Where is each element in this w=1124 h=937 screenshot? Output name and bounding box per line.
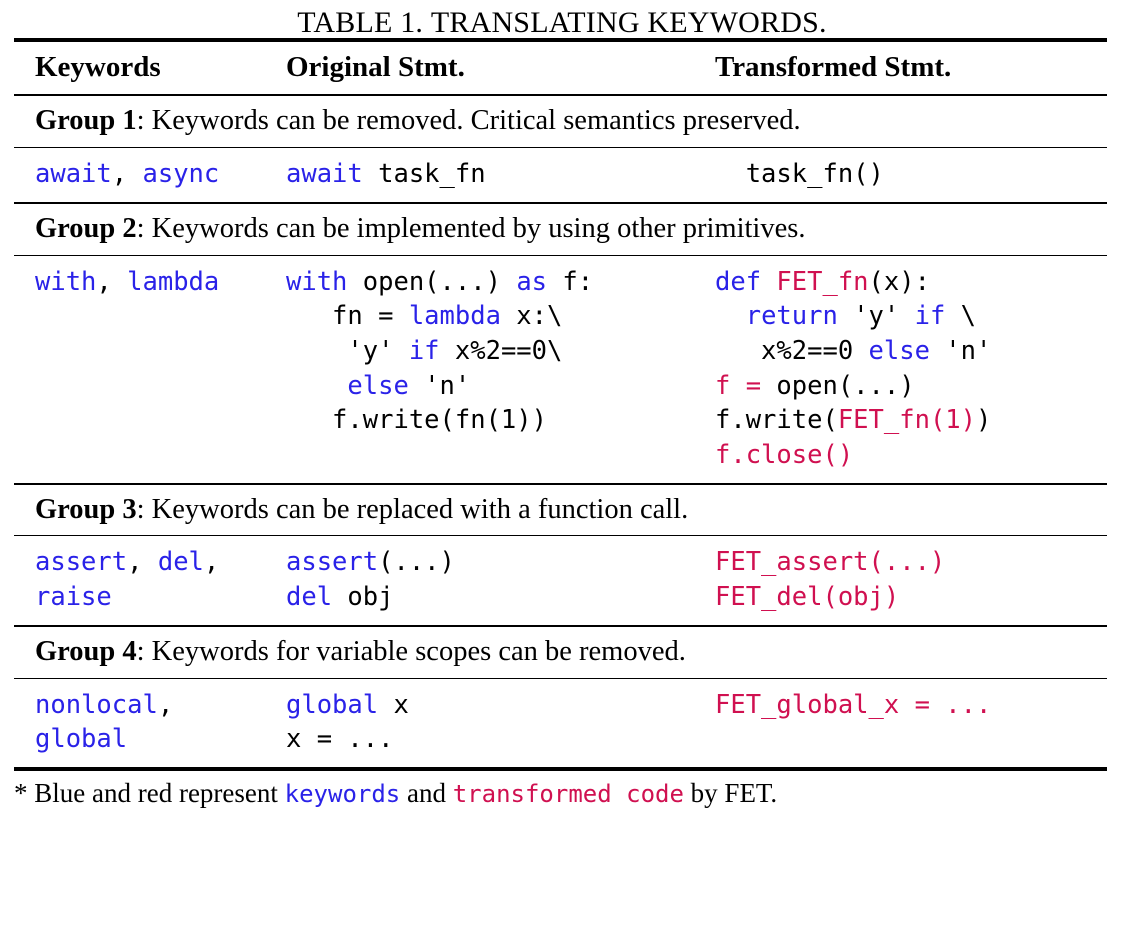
table-header-row: Keywords Original Stmt. Transformed Stmt… <box>14 40 1107 95</box>
group-4-description-row: Group 4: Keywords for variable scopes ca… <box>14 625 1107 678</box>
group-1-example-row: await, async await task_fn task_fn() <box>14 147 1107 202</box>
group-4-transformed-cell: FET_global_x = ... <box>715 689 992 720</box>
footnote-transformed-sample: transformed code <box>452 780 684 809</box>
group-4-keywords-cell: nonlocal, global <box>35 689 174 755</box>
group-3-keywords-cell: assert, del, raise <box>35 547 220 613</box>
caption-title: TRANSLATING KEYWORDS. <box>430 6 827 39</box>
group-2-label: Group 2 <box>35 212 137 244</box>
header-transformed-stmt: Transformed Stmt. <box>715 51 952 83</box>
group-2-original-cell: with open(...) as f: fn = lambda x:\ 'y'… <box>286 266 594 436</box>
group-1-transformed-cell: task_fn() <box>715 158 884 189</box>
footnote-part1: Blue and red represent <box>34 778 278 809</box>
group-2-keywords-cell: with, lambda <box>35 266 220 297</box>
table-footnote: * Blue and red represent keywords and tr… <box>14 767 1107 807</box>
keywords-translation-table: Keywords Original Stmt. Transformed Stmt… <box>14 38 1107 767</box>
group-4-example-row: nonlocal, global global x x = ... FET_gl… <box>14 678 1107 767</box>
group-1-description-row: Group 1: Keywords can be removed. Critic… <box>14 95 1107 147</box>
footnote-part3: by FET. <box>690 778 778 809</box>
table-caption: TABLE 1. TRANSLATING KEYWORDS. <box>0 0 1124 38</box>
group-3-description-row: Group 3: Keywords can be replaced with a… <box>14 483 1107 536</box>
group-1-keywords-cell: await, async <box>35 158 220 189</box>
group-3-original-cell: assert(...) del obj <box>286 547 455 613</box>
header-original-stmt: Original Stmt. <box>286 51 465 83</box>
group-3-label: Group 3 <box>35 493 137 525</box>
group-1-original-cell: await task_fn <box>286 158 486 189</box>
group-1-description: : Keywords can be removed. Critical sema… <box>136 105 801 136</box>
footnote-part2: and <box>407 778 446 809</box>
footnote-marker: * <box>14 778 28 809</box>
footnote-keyword-sample: keywords <box>284 780 401 809</box>
group-2-description-row: Group 2: Keywords can be implemented by … <box>14 202 1107 255</box>
caption-prefix: TABLE 1. <box>297 6 424 39</box>
group-4-description: : Keywords for variable scopes can be re… <box>136 635 686 667</box>
group-3-description: : Keywords can be replaced with a functi… <box>136 493 689 525</box>
group-3-transformed-cell: FET_assert(...) FET_del(obj) <box>715 547 946 613</box>
group-1-label: Group 1 <box>35 105 137 136</box>
group-3-example-row: assert, del, raise assert(...) del obj F… <box>14 535 1107 626</box>
group-2-transformed-cell: def FET_fn(x): return 'y' if \ x%2==0 el… <box>715 266 992 470</box>
group-4-label: Group 4 <box>35 635 137 667</box>
group-4-original-cell: global x x = ... <box>286 689 409 755</box>
group-2-example-row: with, lambda with open(...) as f: fn = l… <box>14 255 1107 484</box>
header-keywords: Keywords <box>35 51 161 83</box>
group-2-description: : Keywords can be implemented by using o… <box>136 212 806 244</box>
